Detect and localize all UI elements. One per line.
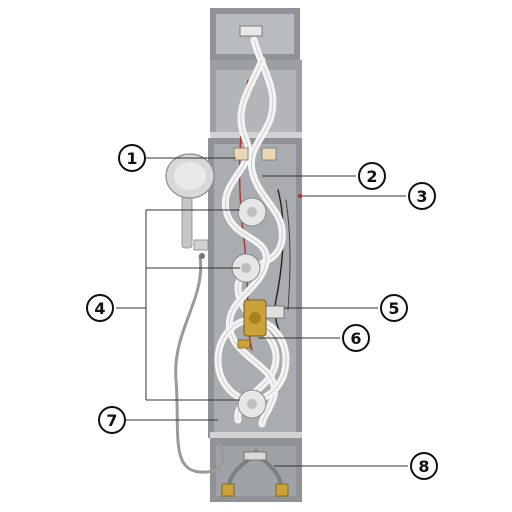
leader-4 <box>116 209 240 401</box>
callout-6: 6 <box>342 324 370 352</box>
callout-2: 2 <box>358 162 386 190</box>
diverter-valve <box>237 299 285 349</box>
hand-shower-face <box>174 162 206 190</box>
divider-lower <box>210 432 302 438</box>
callout-4: 4 <box>86 294 114 322</box>
hand-shower-handle <box>181 189 193 249</box>
body-jet-1-center <box>247 207 257 217</box>
callout-6-label: 6 <box>350 329 361 348</box>
callout-5-label: 5 <box>388 299 399 318</box>
body-jets <box>231 197 267 419</box>
callout-2-label: 2 <box>366 167 377 186</box>
divider-upper <box>210 132 302 138</box>
mount-fitting-left <box>233 147 249 161</box>
bottom-inlets <box>221 448 289 497</box>
callout-3: 3 <box>408 182 436 210</box>
inlet-connector-left <box>221 483 235 497</box>
main-hose-edge <box>237 39 283 421</box>
callout-4-label: 4 <box>94 299 105 318</box>
leader-3-dot <box>298 194 302 198</box>
hand-shower-assembly <box>165 153 225 474</box>
callouts: 1 2 3 4 5 6 7 8 <box>86 144 438 480</box>
grey-wire <box>285 199 291 311</box>
leader-lines <box>116 157 408 467</box>
inlet-connector-right <box>275 483 289 497</box>
hand-shower-holder <box>193 239 209 251</box>
callout-7: 7 <box>98 406 126 434</box>
callout-1: 1 <box>118 144 146 172</box>
body-jet-2-center <box>241 263 251 273</box>
callout-3-label: 3 <box>416 187 427 206</box>
callout-1-label: 1 <box>126 149 137 168</box>
callout-8-label: 8 <box>418 457 429 476</box>
hose-outlet <box>199 253 205 259</box>
mount-fitting-right <box>261 147 277 161</box>
top-spray-fitting <box>239 25 263 37</box>
brass-valve-port <box>249 312 261 324</box>
brass-elbow <box>237 339 251 349</box>
callout-7-label: 7 <box>106 411 117 430</box>
mount-fittings <box>233 147 277 161</box>
inlet-manifold <box>243 451 267 461</box>
valve-connector <box>265 305 285 319</box>
hand-shower-hose <box>174 255 225 474</box>
callout-5: 5 <box>380 294 408 322</box>
body-jet-3-center <box>247 399 257 409</box>
callout-8: 8 <box>410 452 438 480</box>
